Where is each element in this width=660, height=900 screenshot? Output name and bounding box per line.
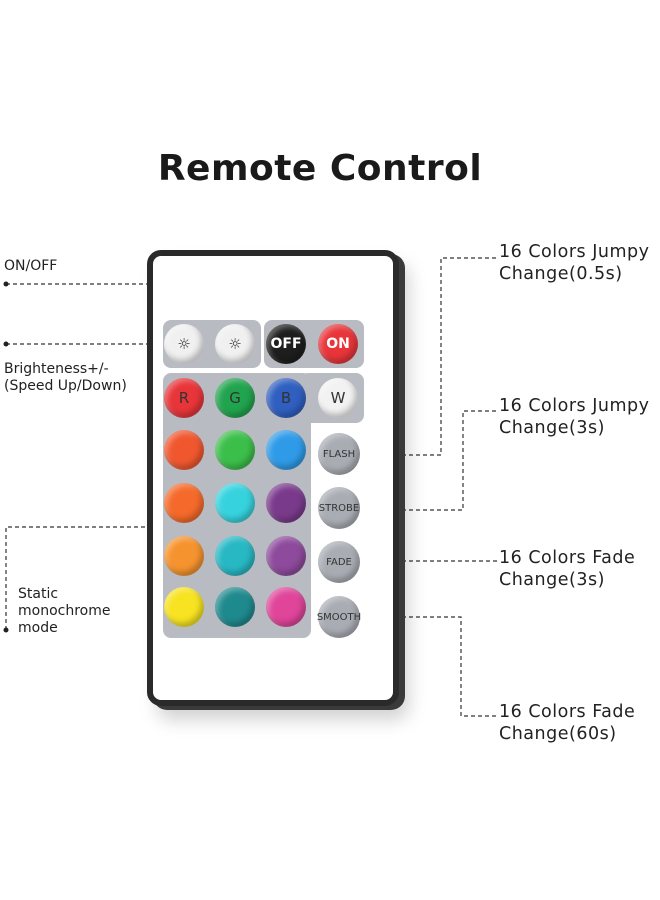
label-on-off: ON/OFF <box>4 258 58 274</box>
color-button[interactable] <box>266 483 306 523</box>
label-flash-desc: 16 Colors Jumpy Change(0.5s) <box>499 241 649 285</box>
callout-dot <box>3 627 9 633</box>
color-button[interactable] <box>164 536 204 576</box>
color-button[interactable] <box>266 430 306 470</box>
label-mode: mode <box>18 620 58 636</box>
label-strobe-desc: 16 Colors Jumpy Change(3s) <box>499 395 649 439</box>
brightness-down-button[interactable]: ☼ <box>215 324 255 364</box>
label-brightness: Brighteness+/- <box>4 361 109 377</box>
color-button[interactable] <box>215 430 255 470</box>
label-monochrome: monochrome <box>18 603 111 619</box>
diagram-title: Remote Control <box>157 148 483 189</box>
color-button[interactable] <box>266 587 306 627</box>
callout-line-strobe <box>360 410 497 511</box>
label-line: 16 Colors Fade <box>499 548 636 568</box>
label-speed: (Speed Up/Down) <box>4 378 127 394</box>
fade-button[interactable]: FADE <box>318 541 360 583</box>
white-button[interactable]: W <box>318 378 358 418</box>
color-button[interactable] <box>215 483 255 523</box>
label-line: Change(0.5s) <box>499 264 623 284</box>
callout-dot <box>3 341 9 347</box>
label-line: Change(3s) <box>499 570 605 590</box>
color-button[interactable] <box>215 536 255 576</box>
callout-line-smooth <box>360 616 497 717</box>
red-button[interactable]: R <box>164 378 204 418</box>
label-line: Change(60s) <box>499 724 617 744</box>
color-button[interactable] <box>164 430 204 470</box>
color-button[interactable] <box>215 587 255 627</box>
blue-button[interactable]: B <box>266 378 306 418</box>
sun-down-icon: ☼ <box>228 335 242 353</box>
label-fade-desc: 16 Colors Fade Change(3s) <box>499 547 635 591</box>
label-line: 16 Colors Jumpy <box>499 396 650 416</box>
color-button[interactable] <box>164 587 204 627</box>
brightness-up-button[interactable]: ☼ <box>164 324 204 364</box>
sun-up-icon: ☼ <box>177 335 191 353</box>
color-button[interactable] <box>164 483 204 523</box>
green-button[interactable]: G <box>215 378 255 418</box>
smooth-button[interactable]: SMOOTH <box>317 596 361 638</box>
on-button[interactable]: ON <box>318 324 358 364</box>
label-smooth-desc: 16 Colors Fade Change(60s) <box>499 701 635 745</box>
strobe-button[interactable]: STROBE <box>318 487 360 529</box>
flash-button[interactable]: FLASH <box>318 433 360 475</box>
label-static: Static <box>18 586 59 602</box>
color-button[interactable] <box>266 536 306 576</box>
label-line: 16 Colors Fade <box>499 702 636 722</box>
label-line: 16 Colors Jumpy <box>499 242 650 262</box>
callout-dot <box>3 281 9 287</box>
off-button[interactable]: OFF <box>266 324 306 364</box>
label-line: Change(3s) <box>499 418 605 438</box>
